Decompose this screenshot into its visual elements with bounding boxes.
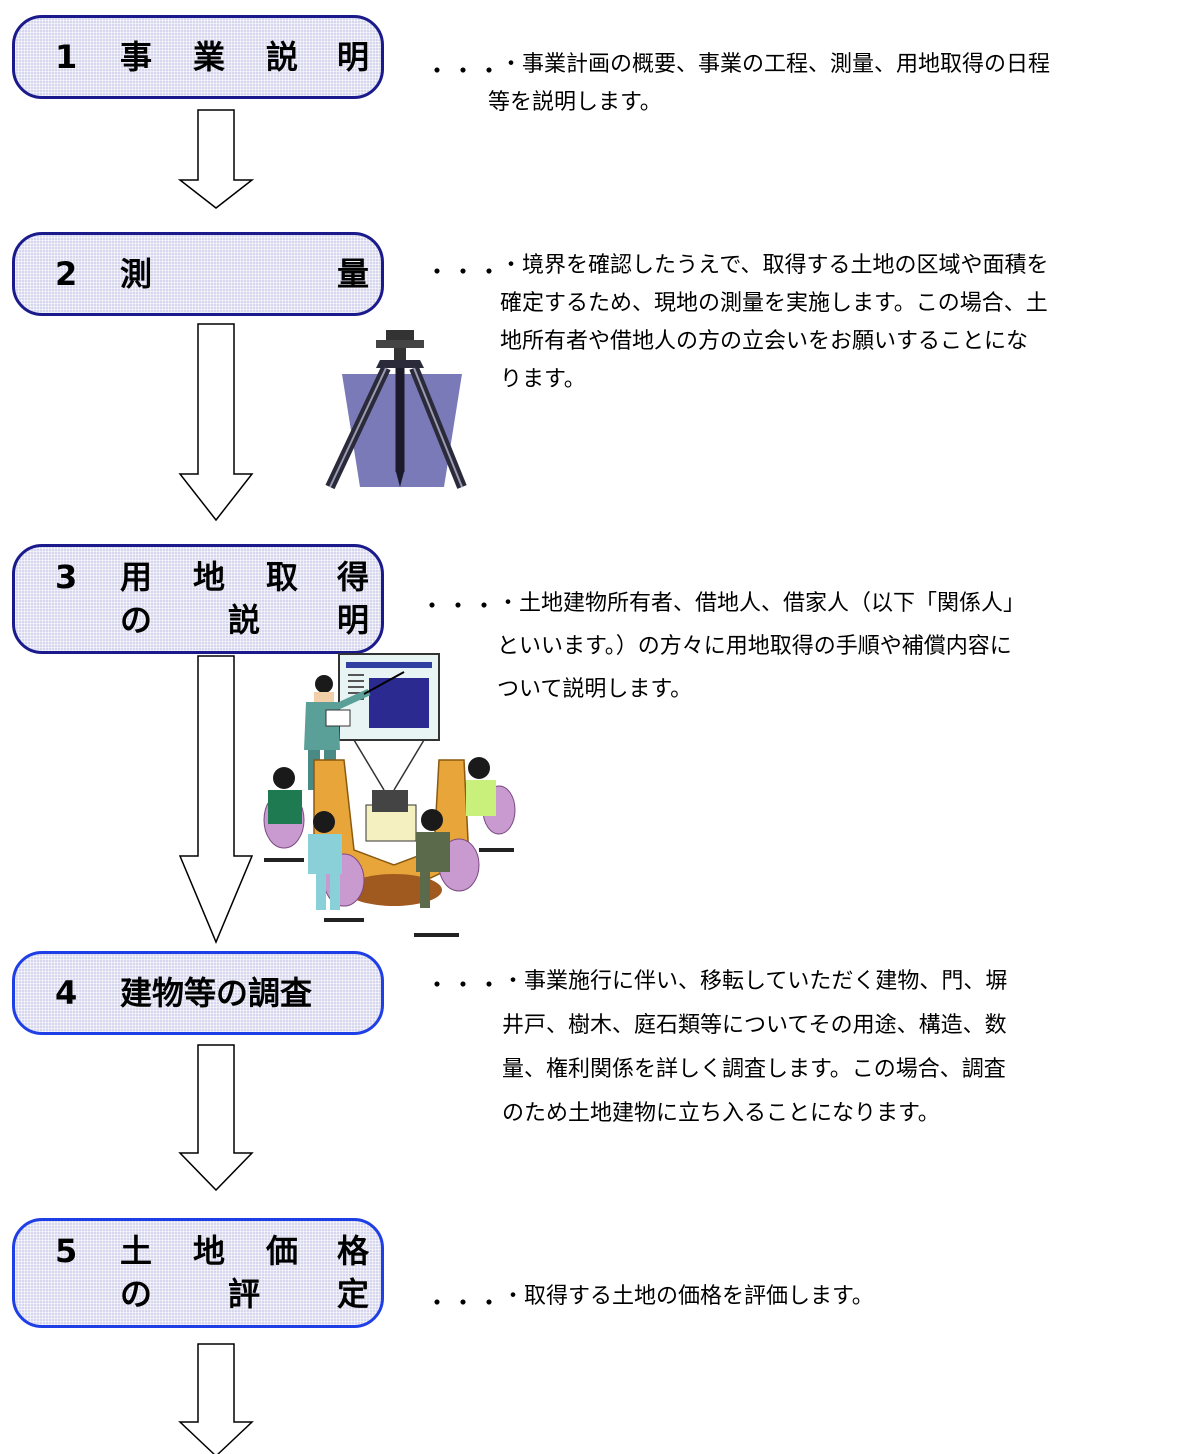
step-char: 地 [193,558,226,596]
step-box-1: 1 事 業 説 明 [12,15,384,99]
step-char: の [120,601,153,639]
step-number: 1 [55,38,78,76]
step-description-5: ・取得する土地の価格を評価します。 [502,1278,874,1316]
step-char: 格 [337,1232,370,1270]
step-number: 2 [55,255,78,293]
step-box-2: 2 測 量 [12,232,384,316]
step-description-2: ・境界を確認したうえで、取得する土地の区域や面積を 確定するため、現地の測量を実… [500,247,1048,399]
down-arrow-icon [178,323,254,522]
step-description-3: ・土地建物所有者、借地人、借家人（以下「関係人」 といいます。）の方々に用地取得… [497,582,1025,711]
step-char: 明 [337,601,370,639]
step-char: 定 [337,1275,370,1313]
desc-line: ・取得する土地の価格を評価します。 [502,1284,874,1309]
down-arrow-icon [178,1343,254,1454]
step-char: 明 [337,38,370,76]
survey-tripod-icon [325,330,467,490]
step-number: 3 [55,558,78,596]
desc-line: ・境界を確認したうえで、取得する土地の区域や面積を [500,253,1049,278]
down-arrow-icon [178,655,254,944]
step-char: 地 [193,1232,226,1270]
step-char: 業 [193,38,226,76]
desc-line: 確定するため、現地の測量を実施します。この場合、土 [500,291,1048,316]
down-arrow-icon [177,109,255,209]
desc-line: 井戸、樹木、庭石類等についてその用途、構造、数 [502,1013,1007,1038]
desc-line: といいます。）の方々に用地取得の手順や補償内容に [497,634,1012,659]
step-char: 土 [120,1232,153,1270]
step-char: 量 [337,255,370,293]
desc-line: ・事業施行に伴い、移転していただく建物、門、塀 [502,969,1008,994]
desc-line: ・事業計画の概要、事業の工程、測量、用地取得の日程 [500,52,1051,77]
step-char: 事 [120,38,153,76]
step-box-5: 5 土 地 価 格 の 評 定 [12,1218,384,1328]
step-char: 説 [228,601,261,639]
step-number: 5 [55,1232,78,1270]
meeting-presentation-icon [263,653,516,937]
step-char: の [120,1275,153,1313]
desc-line: ・土地建物所有者、借地人、借家人（以下「関係人」 [497,591,1026,616]
bullet-dots: ・・・ [425,258,503,286]
step-char: 測 [120,255,153,293]
bullet-dots: ・・・ [420,592,498,620]
step-char: 用 [120,558,153,596]
desc-line: ついて説明します。 [497,677,693,702]
step-description-1: ・事業計画の概要、事業の工程、測量、用地取得の日程 等を説明します。 [488,46,1051,122]
desc-line: 量、権利関係を詳しく調査します。この場合、調査 [502,1057,1006,1082]
bullet-dots: ・・・ [425,1289,503,1317]
desc-line: 等を説明します。 [488,90,662,115]
step-box-4: 4 建物等の調査 [12,951,384,1035]
down-arrow-icon [178,1044,254,1192]
desc-line: ります。 [500,367,586,392]
bullet-dots: ・・・ [425,971,503,999]
step-char: 説 [266,38,299,76]
step-char: 価 [266,1232,299,1270]
bullet-dots: ・・・ [425,57,503,85]
step-title: 建物等の調査 [120,974,313,1012]
desc-line: のため土地建物に立ち入ることになります。 [502,1101,940,1126]
step-char: 取 [266,558,299,596]
step-description-4: ・事業施行に伴い、移転していただく建物、門、塀 井戸、樹木、庭石類等についてその… [502,960,1007,1136]
desc-line: 地所有者や借地人の方の立会いをお願いすることにな [500,329,1029,354]
step-number: 4 [55,974,78,1012]
step-char: 評 [228,1275,261,1313]
step-char: 得 [337,558,370,596]
step-box-3: 3 用 地 取 得 の 説 明 [12,544,384,654]
